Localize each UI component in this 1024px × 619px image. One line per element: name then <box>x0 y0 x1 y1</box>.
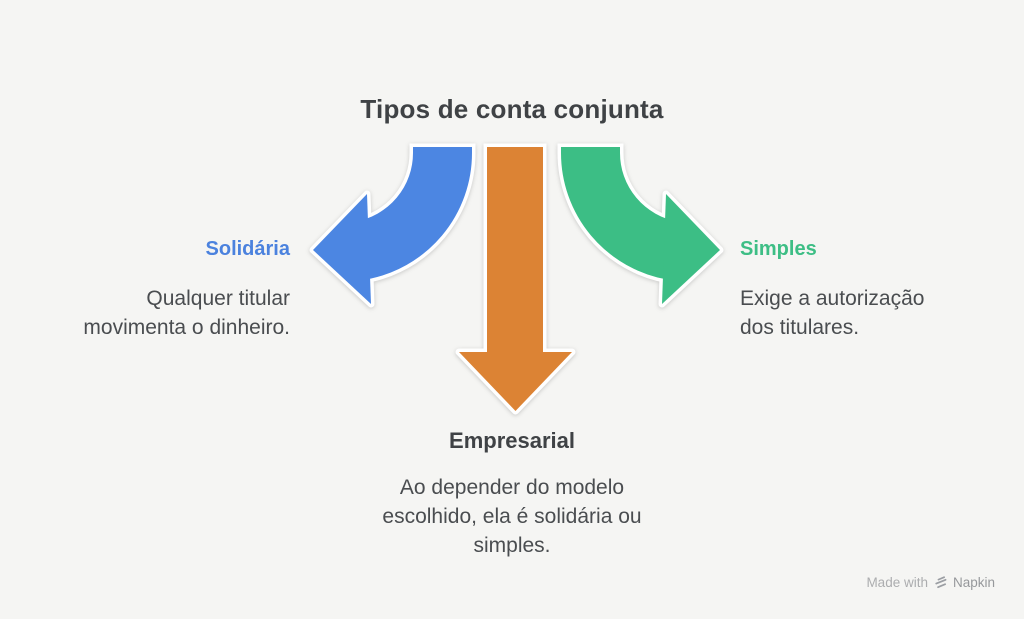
branch-solidaria-label: Solidária <box>205 238 290 260</box>
curved-down-right-arrow <box>557 143 724 308</box>
curved-down-left-arrow <box>309 143 476 308</box>
branch-empresarial-description: Ao depender do modelo escolhido, ela é s… <box>382 476 642 557</box>
napkin-watermark: Made with Napkin <box>866 575 995 590</box>
branch-simples: Simples Exige a autorização dos titulare… <box>740 237 924 342</box>
straight-down-arrow <box>455 143 576 415</box>
watermark-brand-text: Napkin <box>952 575 995 590</box>
branch-empresarial: Empresarial Ao depender do modelo escolh… <box>0 428 1024 560</box>
branch-solidaria: Solidária Qualquer titular movimenta o d… <box>83 237 290 342</box>
branch-solidaria-description: Qualquer titular movimenta o dinheiro. <box>83 287 290 339</box>
branch-simples-description: Exige a autorização dos titulares. <box>740 287 925 339</box>
watermark-made-with-text: Made with <box>866 575 928 590</box>
page-title: Tipos de conta conjunta <box>360 94 664 124</box>
branch-empresarial-label: Empresarial <box>449 428 575 453</box>
branch-simples-label: Simples <box>740 238 817 260</box>
napkin-logo-icon <box>933 575 948 590</box>
